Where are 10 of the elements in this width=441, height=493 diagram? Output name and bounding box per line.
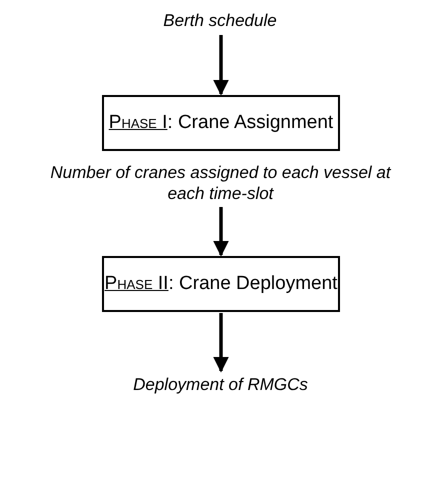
flow-label: Berth schedule [163, 10, 277, 32]
flow-label: Number of cranes assigned to each vessel at each time-slot [49, 162, 392, 204]
process-box [102, 95, 340, 151]
process-box [102, 256, 340, 312]
arrow [213, 35, 229, 96]
arrow [213, 313, 229, 373]
arrow [213, 207, 229, 257]
box-label: Phase II: Crane Deployment [104, 272, 338, 296]
flow-label: Deployment of RMGCs [133, 374, 308, 396]
box-label: Phase I: Crane Assignment [108, 111, 334, 135]
